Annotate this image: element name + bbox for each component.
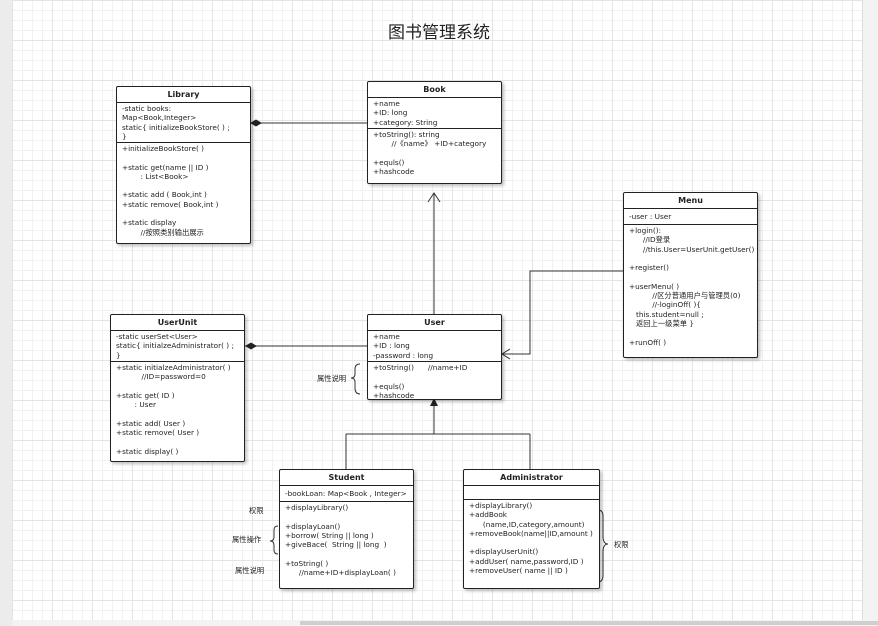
student-attr-note: 属性说明 — [235, 566, 265, 575]
class-menu-attributes: -user : User — [624, 209, 757, 225]
class-student-methods: +displayLibrary() +displayLoan() +borrow… — [285, 503, 396, 578]
class-administrator-name: Administrator — [464, 470, 599, 486]
student-ops-note: 属性操作 — [232, 535, 262, 544]
class-student-name: Student — [280, 470, 413, 486]
class-user-name: User — [368, 315, 501, 331]
class-user-methods: +toString() //name+ID +equls() +hashcode — [373, 363, 468, 400]
diagram-title: 图书管理系统 — [388, 23, 490, 43]
class-library[interactable]: Library -static books: Map<Book,Integer>… — [116, 86, 251, 244]
menu-user-arrow[interactable] — [501, 270, 624, 360]
class-library-methods: +initializeBookStore( ) +static get(name… — [122, 144, 219, 237]
class-menu-methods: +login(): //ID登录 //this.User=UserUnit.ge… — [629, 226, 755, 347]
class-user[interactable]: User +name +ID : long -password : long +… — [367, 314, 502, 400]
admin-perm-brace — [597, 509, 609, 583]
student-perm-note: 权限 — [249, 506, 264, 515]
class-menu[interactable]: Menu -user : User +login(): //ID登录 //thi… — [623, 192, 758, 358]
library-book-composition[interactable] — [250, 119, 368, 127]
class-user-attributes: +name +ID : long -password : long — [368, 331, 501, 362]
class-student-attributes: -bookLoan: Map<Book , Integer> — [280, 486, 413, 502]
class-book-methods: +toString(): string //《name》 +ID+categor… — [373, 130, 487, 177]
class-administrator-methods: +displayLibrary() +addBook (name,ID,cate… — [469, 501, 593, 576]
user-book-arrow[interactable] — [427, 192, 441, 314]
user-note-brace — [350, 363, 361, 395]
class-userunit[interactable]: UserUnit -static userSet<User> static{ i… — [110, 314, 245, 462]
userunit-user-composition[interactable] — [245, 342, 368, 350]
generalization-lines[interactable] — [345, 398, 531, 470]
class-library-name: Library — [117, 87, 250, 103]
class-administrator-attributes — [464, 486, 599, 500]
class-student[interactable]: Student -bookLoan: Map<Book , Integer> +… — [279, 469, 414, 589]
class-menu-name: Menu — [624, 193, 757, 209]
class-userunit-name: UserUnit — [111, 315, 244, 331]
class-book[interactable]: Book +name +ID: long +category: String +… — [367, 81, 502, 184]
horizontal-scrollbar[interactable] — [300, 621, 878, 625]
class-library-attributes: -static books: Map<Book,Integer> static{… — [117, 103, 250, 143]
class-userunit-attributes: -static userSet<User> static{ initialzeA… — [111, 331, 244, 362]
user-attr-note: 属性说明 — [317, 374, 347, 383]
class-book-name: Book — [368, 82, 501, 98]
class-book-attributes: +name +ID: long +category: String — [368, 98, 501, 129]
class-administrator[interactable]: Administrator +displayLibrary() +addBook… — [463, 469, 600, 589]
canvas-left-edge — [0, 0, 12, 626]
student-ops-brace — [269, 525, 279, 555]
class-userunit-methods: +static initialzeAdministrator( ) //ID=p… — [116, 363, 231, 456]
admin-perm-note: 权限 — [614, 540, 629, 549]
